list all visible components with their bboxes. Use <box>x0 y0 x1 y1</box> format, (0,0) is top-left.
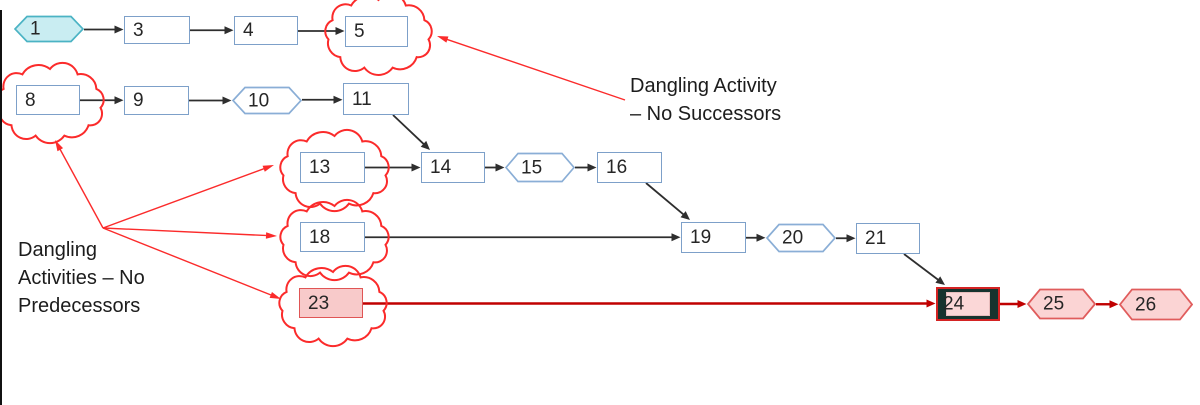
activity-node-16[interactable]: 16 <box>597 152 662 183</box>
arrowhead-icon <box>587 163 597 172</box>
activity-label: 3 <box>133 19 144 41</box>
activity-label: 23 <box>308 292 330 314</box>
activity-node-5[interactable]: 5 <box>345 16 408 47</box>
activity-label: 15 <box>521 157 543 178</box>
activity-node-20[interactable]: 20 <box>766 223 836 253</box>
activity-node-24[interactable]: 24 <box>936 287 1000 321</box>
activity-node-4[interactable]: 4 <box>234 16 298 45</box>
activity-node-21[interactable]: 21 <box>856 223 920 254</box>
activity-node-1[interactable]: 1 <box>14 15 84 43</box>
arrowhead-icon <box>114 96 124 105</box>
activity-node-9[interactable]: 9 <box>124 86 189 115</box>
arrowhead-icon <box>224 26 234 35</box>
activity-label: 13 <box>309 157 331 178</box>
arrowhead-icon <box>1109 300 1119 309</box>
hexagon-shape <box>1119 288 1193 321</box>
annotation-line: Activities – No <box>18 267 145 289</box>
annotation-arrowhead-icon <box>55 140 64 152</box>
activity-label: 20 <box>782 227 804 249</box>
hexagon-shape <box>232 86 302 115</box>
arrowhead-icon <box>411 163 421 172</box>
annotation-line: – No Successors <box>630 103 782 125</box>
annotation-arrowhead-icon <box>437 36 449 43</box>
activity-node-15[interactable]: 15 <box>505 152 575 183</box>
arrowhead-icon <box>935 276 945 285</box>
activity-label: 1 <box>30 18 41 40</box>
annotation-arrowhead-icon <box>262 165 274 172</box>
activity-node-13[interactable]: 13 <box>300 152 365 183</box>
activity-label: 25 <box>1043 293 1065 315</box>
hexagon-shape <box>766 223 836 253</box>
activity-node-8[interactable]: 8 <box>16 85 80 115</box>
activity-label: 9 <box>133 90 144 111</box>
arrowhead-icon <box>335 27 345 35</box>
activity-label: 10 <box>248 90 270 111</box>
activity-node-25[interactable]: 25 <box>1027 288 1096 320</box>
activity-node-14[interactable]: 14 <box>421 152 485 183</box>
arrowhead-icon <box>333 95 343 104</box>
activity-label: 4 <box>243 20 254 41</box>
annotation-line: Dangling Activity <box>630 75 777 97</box>
activity-label: 18 <box>309 226 331 248</box>
annotation-arrow <box>102 166 269 229</box>
annotation-no-successors: Dangling Activity – No Successors <box>630 72 781 128</box>
page-edge-line <box>0 10 2 405</box>
activity-node-3[interactable]: 3 <box>124 16 190 44</box>
arrowhead-icon <box>495 163 505 172</box>
hexagon-shape <box>505 152 575 183</box>
annotation-no-predecessors: Dangling Activities – No Predecessors <box>18 236 145 320</box>
annotation-arrow <box>102 227 272 237</box>
activity-label: 26 <box>1135 294 1157 315</box>
activity-node-26[interactable]: 26 <box>1119 288 1193 321</box>
activity-node-18[interactable]: 18 <box>300 222 365 252</box>
arrowhead-icon <box>671 233 681 242</box>
activity-node-11[interactable]: 11 <box>343 83 409 115</box>
arrowhead-icon <box>1017 300 1027 308</box>
activity-node-19[interactable]: 19 <box>681 222 746 253</box>
activity-24-progress-bar <box>946 292 990 316</box>
annotation-arrowhead-icon <box>269 291 281 299</box>
annotation-arrow <box>442 37 626 101</box>
arrowhead-icon <box>926 299 936 308</box>
arrowhead-icon <box>114 25 124 34</box>
arrowhead-icon <box>420 140 430 150</box>
activity-label: 16 <box>606 157 628 178</box>
activity-label: 11 <box>352 88 372 110</box>
annotation-arrow <box>57 144 104 229</box>
arrowhead-icon <box>756 233 766 242</box>
activity-label: 8 <box>25 89 36 111</box>
activity-label: 21 <box>865 228 887 249</box>
arrowhead-icon <box>680 211 690 220</box>
annotation-line: Dangling <box>18 239 97 261</box>
arrowhead-icon <box>846 234 856 243</box>
dependency-line <box>903 253 940 282</box>
hexagon-shape <box>1027 288 1096 320</box>
activity-label: 14 <box>430 157 452 178</box>
annotation-line: Predecessors <box>18 295 141 317</box>
arrowhead-icon <box>222 96 232 105</box>
activity-node-10[interactable]: 10 <box>232 86 302 115</box>
annotation-arrowhead-icon <box>265 232 277 239</box>
activity-label: 19 <box>690 227 712 248</box>
dependency-line <box>645 182 686 217</box>
activity-label: 5 <box>354 21 365 42</box>
hexagon-shape <box>14 15 84 43</box>
dependency-line <box>392 114 426 146</box>
activity-label: 24 <box>943 293 965 315</box>
activity-node-23[interactable]: 23 <box>299 288 363 318</box>
